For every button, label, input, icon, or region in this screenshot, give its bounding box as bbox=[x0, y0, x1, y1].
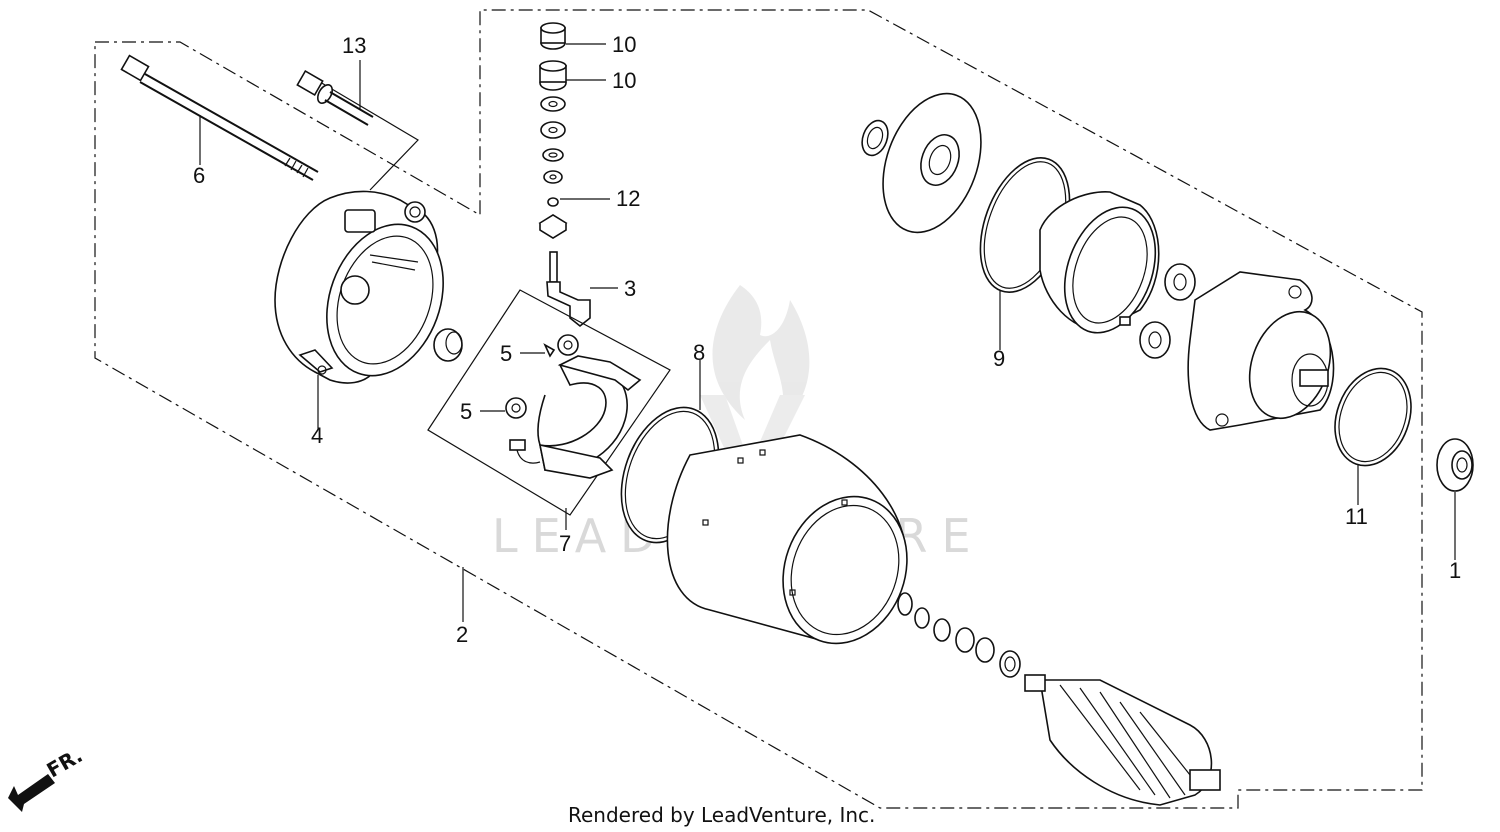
ring-gear bbox=[1039, 191, 1160, 334]
brush-holder-part-7 bbox=[427, 289, 671, 516]
terminal-hardware-stack bbox=[538, 22, 568, 239]
bushing bbox=[433, 328, 463, 362]
footer-credit: Rendered by LeadVenture, Inc. bbox=[568, 803, 875, 827]
yoke-housing bbox=[666, 434, 908, 645]
callout-8: 8 bbox=[693, 340, 705, 365]
callout-6: 6 bbox=[193, 163, 205, 188]
watermark-flame-icon bbox=[700, 285, 810, 505]
planet-gears bbox=[1119, 263, 1196, 359]
callout-10a: 10 bbox=[612, 32, 636, 57]
callout-12: 12 bbox=[616, 186, 640, 211]
armature bbox=[1024, 674, 1221, 806]
callout-9: 9 bbox=[993, 346, 1005, 371]
brush-part-5a bbox=[543, 334, 579, 358]
bolt-13-outline bbox=[319, 81, 419, 191]
washer-small bbox=[861, 119, 889, 157]
callout-1: 1 bbox=[1449, 558, 1461, 583]
callout-10b: 10 bbox=[612, 68, 636, 93]
callout-3: 3 bbox=[624, 276, 636, 301]
callout-11: 11 bbox=[1345, 504, 1368, 529]
long-bolt-part-6 bbox=[120, 54, 319, 181]
terminal-bolt-part-3 bbox=[546, 251, 591, 328]
leader-lines bbox=[199, 43, 1456, 622]
callout-5a: 5 bbox=[500, 341, 512, 366]
callout-4: 4 bbox=[311, 423, 323, 448]
callout-2: 2 bbox=[456, 622, 468, 647]
front-direction-indicator: FR. bbox=[8, 743, 87, 812]
callout-labels: 13 10 10 12 6 3 4 5 5 8 9 7 11 1 2 bbox=[193, 32, 1461, 647]
front-bracket bbox=[1187, 271, 1335, 431]
flange-bolt-part-13 bbox=[296, 69, 374, 126]
rear-cover-part-4 bbox=[274, 190, 444, 384]
callout-13: 13 bbox=[342, 33, 366, 58]
seal-plate bbox=[882, 92, 982, 234]
thrust-washers bbox=[897, 592, 1021, 678]
pinion-gear-part-1 bbox=[1436, 438, 1474, 492]
callout-5b: 5 bbox=[460, 399, 472, 424]
brush-part-5b bbox=[505, 397, 527, 419]
o-ring-part-11 bbox=[1334, 367, 1412, 467]
front-arrow-icon bbox=[8, 774, 55, 812]
assembly-outline bbox=[94, 9, 1423, 809]
callout-7: 7 bbox=[559, 531, 571, 556]
